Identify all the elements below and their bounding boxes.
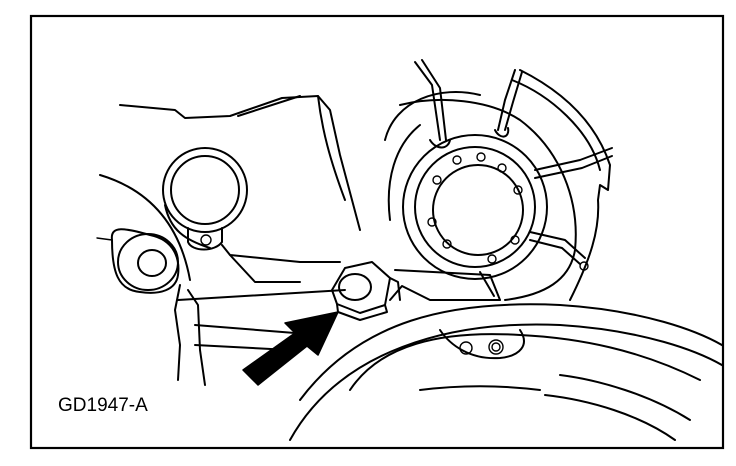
rear-shield [414,59,613,301]
crankshaft-flange [384,91,577,301]
arrow-icon [242,311,339,386]
figure-border [29,14,725,450]
mounting-boss [96,228,180,294]
figure-label: GD1947-A [58,395,148,416]
flywheel [289,303,722,441]
housing-lines [177,254,501,301]
bolt-nut [331,261,401,321]
bracket-ring [162,147,341,263]
